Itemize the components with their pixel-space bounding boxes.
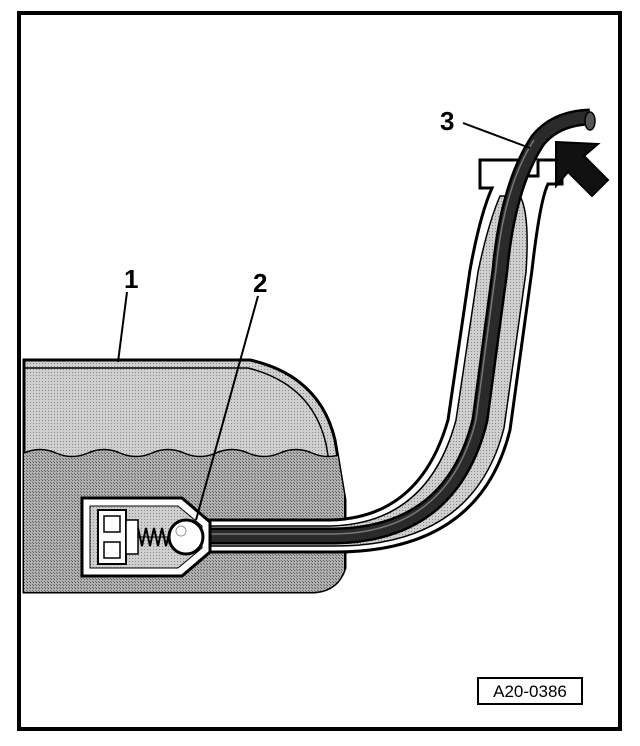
- check-valve: [80, 496, 212, 578]
- leader-line-2: [195, 295, 259, 521]
- leader-line-3: [462, 122, 531, 149]
- valve-ball: [167, 518, 205, 556]
- insertion-direction-arrow-icon: [555, 140, 610, 198]
- leader-line-1: [117, 291, 128, 363]
- callout-3: 3: [440, 106, 454, 136]
- figure-id-label: A20-0386: [493, 682, 567, 701]
- callout-1: 1: [124, 264, 138, 294]
- figure-id-box: [477, 677, 583, 705]
- valve-spring: [137, 527, 171, 547]
- drain-hose: [208, 108, 596, 545]
- callout-2: 2: [253, 268, 267, 298]
